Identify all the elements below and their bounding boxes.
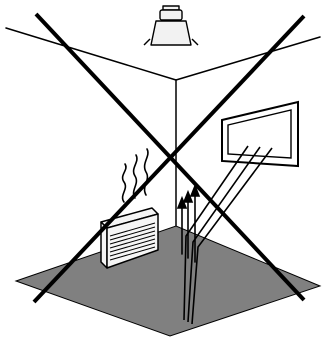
rising-arrow-2-head xyxy=(182,189,194,203)
ceiling-light-icon xyxy=(143,5,199,46)
cross-out-mark xyxy=(32,12,306,304)
vent-slot xyxy=(109,222,156,237)
vent-slot xyxy=(109,242,156,257)
heater-vent-slots xyxy=(109,222,156,261)
light-housing xyxy=(159,9,183,21)
vent-slot xyxy=(109,246,156,261)
vent-slot xyxy=(109,238,156,253)
heat-wave-1 xyxy=(121,163,127,203)
vent-slot xyxy=(109,234,156,249)
floor-surface xyxy=(14,225,322,337)
window-pane xyxy=(227,109,292,159)
heat-wave-2 xyxy=(132,154,138,199)
rising-arrow-3-head xyxy=(189,183,201,197)
light-ray-3 xyxy=(191,147,273,325)
wall-window-icon xyxy=(221,100,299,168)
light-ray-1 xyxy=(183,145,249,321)
right-ceiling-edge xyxy=(175,36,321,81)
heat-wave-lines xyxy=(121,148,149,203)
light-reflector xyxy=(150,20,192,46)
rising-arrow-1-head xyxy=(176,195,188,209)
light-bracket-right xyxy=(191,38,199,46)
heat-wave-3 xyxy=(143,148,149,196)
left-ceiling-edge xyxy=(5,27,177,81)
light-bracket-left xyxy=(143,38,151,46)
reflected-light-rays xyxy=(183,145,273,325)
vent-slot xyxy=(109,226,156,241)
cross-out-stroke-2 xyxy=(32,14,306,304)
vent-slot xyxy=(109,230,156,245)
rising-air-arrows xyxy=(176,183,201,263)
light-ray-2 xyxy=(187,146,261,323)
